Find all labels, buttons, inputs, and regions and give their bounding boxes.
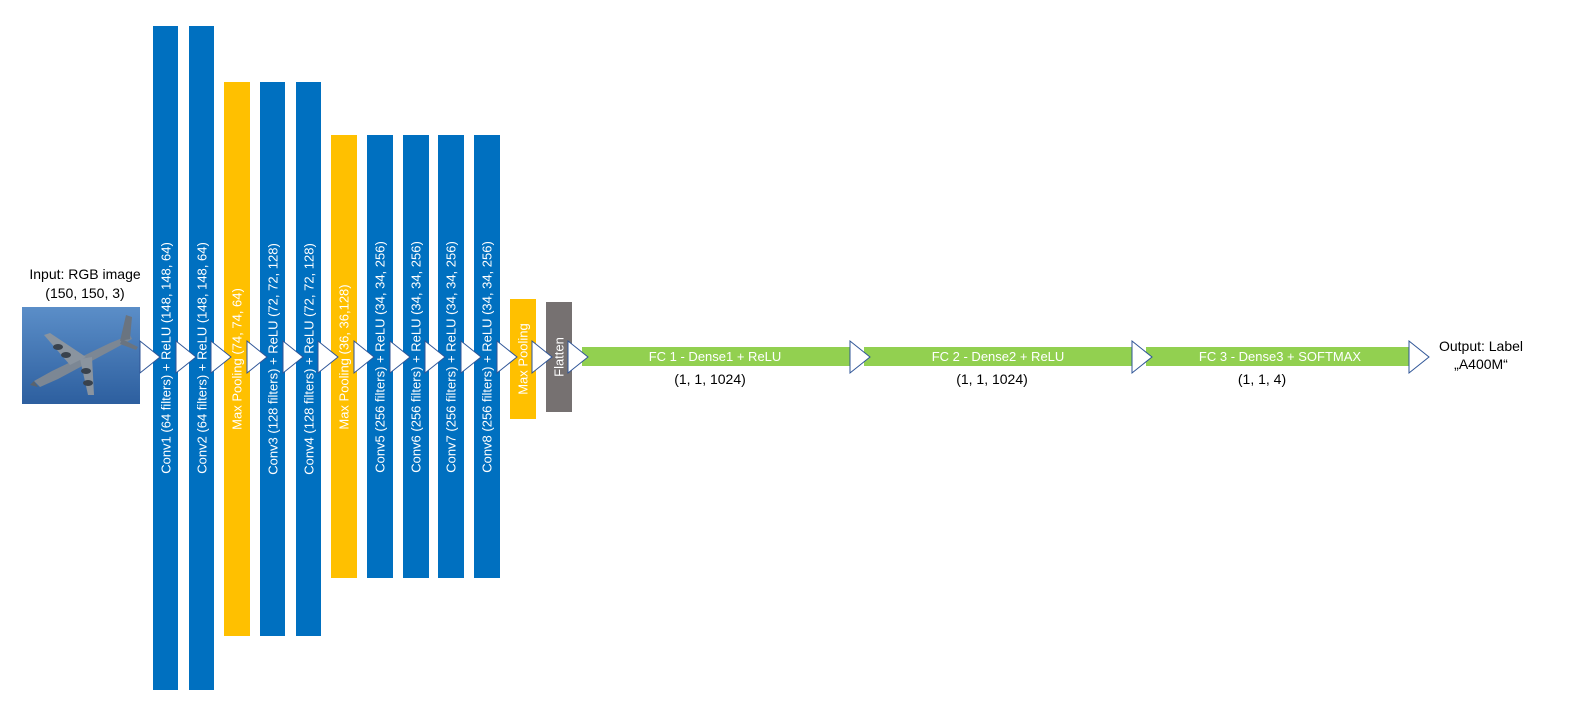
fc3-shape: (1, 1, 4) (1237, 371, 1287, 387)
fc3-layer (1146, 347, 1412, 366)
arrow-icon (389, 339, 411, 375)
output-title: Output: Label (1438, 338, 1524, 354)
arrow-icon (567, 339, 589, 375)
arrow-icon (424, 339, 446, 375)
arrow-icon (282, 339, 304, 375)
arrow-icon (246, 339, 268, 375)
arrow-icon (210, 339, 232, 375)
airplane-photo-icon (22, 307, 140, 404)
fc1-shape: (1, 1, 1024) (674, 371, 746, 387)
fc2-shape: (1, 1, 1024) (956, 371, 1028, 387)
fc1-label: FC 1 - Dense1 + ReLU (648, 349, 782, 364)
arrow-icon (317, 339, 339, 375)
input-title: Input: RGB image (29, 266, 141, 282)
arrow-icon (1408, 339, 1430, 375)
fc3-label: FC 3 - Dense3 + SOFTMAX (1198, 349, 1362, 364)
output-value: „A400M“ (1454, 356, 1508, 372)
arrow-icon (175, 339, 197, 375)
fc2-layer (864, 347, 1132, 366)
arrow-icon (496, 339, 518, 375)
arrow-icon (139, 339, 161, 375)
input-shape: (150, 150, 3) (45, 285, 125, 301)
fc2-label: FC 2 - Dense2 + ReLU (931, 349, 1065, 364)
arrow-icon (849, 339, 871, 375)
arrow-icon (531, 339, 553, 375)
arrow-icon (353, 339, 375, 375)
arrow-icon (460, 339, 482, 375)
arrow-icon (1131, 339, 1153, 375)
fc1-layer (582, 347, 850, 366)
